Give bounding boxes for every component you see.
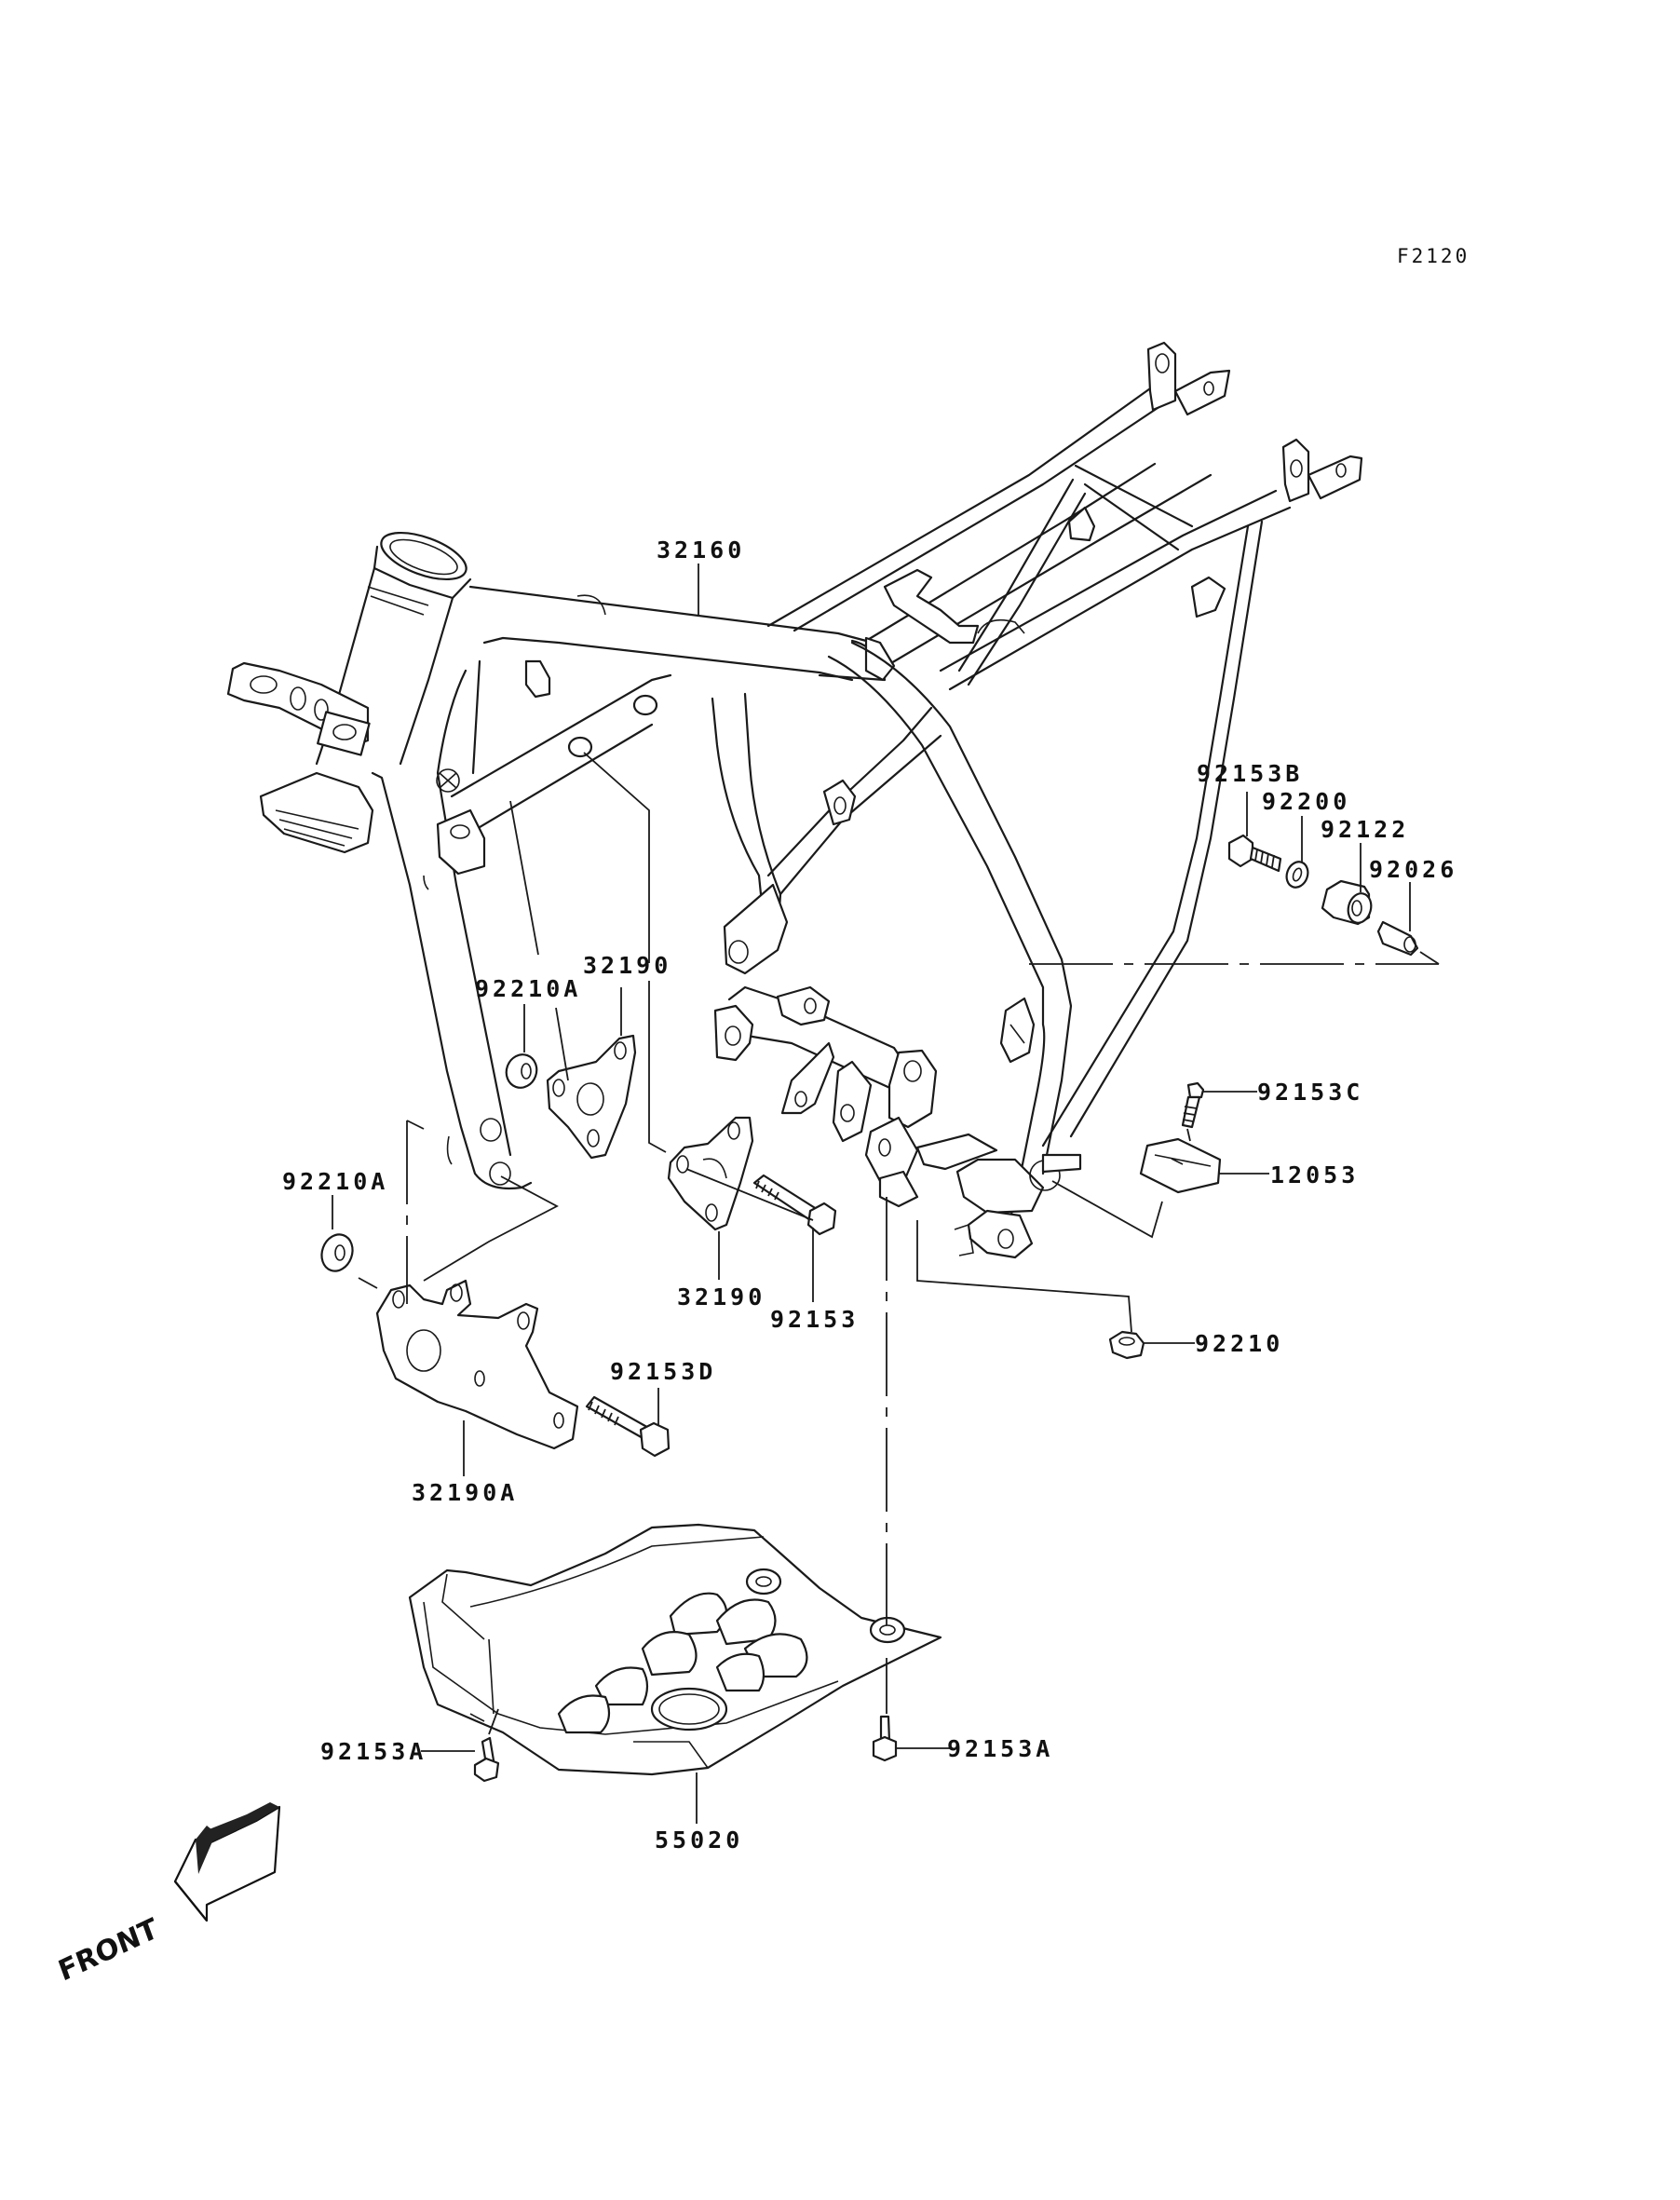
part-label-92200[interactable]: 92200: [1262, 788, 1351, 815]
down-tube: [371, 659, 533, 1190]
nut-92210A-upper[interactable]: [502, 1051, 541, 1093]
skid-plate-55020[interactable]: [408, 1523, 942, 1776]
part-label-92153B[interactable]: 92153B: [1197, 760, 1304, 787]
part-label-92210A-lower[interactable]: 92210A: [282, 1168, 389, 1195]
spacer-92026[interactable]: [1376, 920, 1419, 957]
part-label-92153C[interactable]: 92153C: [1257, 1079, 1364, 1106]
part-label-32190-upper[interactable]: 32190: [583, 952, 672, 979]
nut-92210A-lower[interactable]: [317, 1230, 358, 1276]
bracket-32190-upper[interactable]: [546, 1034, 637, 1160]
damper-assembly: [1227, 834, 1419, 957]
washer-92200[interactable]: [1283, 859, 1311, 890]
bolt-92153C[interactable]: [1181, 1081, 1205, 1129]
front-label: FRONT: [54, 1912, 162, 1989]
nut-92210[interactable]: [1108, 1330, 1145, 1360]
part-label-92122[interactable]: 92122: [1321, 816, 1410, 843]
damper-92122[interactable]: [1321, 879, 1375, 926]
bolt-92153D[interactable]: [585, 1395, 671, 1458]
bolt-92153A-right[interactable]: [872, 1715, 898, 1762]
diagram-code: F2120: [1397, 245, 1470, 267]
steering-head: [226, 531, 472, 854]
part-label-92153A-right[interactable]: 92153A: [947, 1735, 1054, 1762]
frame-32160[interactable]: [226, 341, 1363, 1259]
bracket-32190A[interactable]: [375, 1279, 579, 1450]
part-label-92153D[interactable]: 92153D: [610, 1358, 717, 1385]
part-label-92210A-upper[interactable]: 92210A: [475, 975, 582, 1002]
part-label-92153A-left[interactable]: 92153A: [320, 1738, 427, 1765]
leader-lines: [332, 564, 1440, 1824]
part-label-92026[interactable]: 92026: [1369, 856, 1458, 883]
part-label-32190A[interactable]: 32190A: [412, 1479, 519, 1506]
part-label-12053[interactable]: 12053: [1270, 1161, 1360, 1188]
front-direction-indicator: FRONT: [54, 1802, 281, 1989]
part-label-92210[interactable]: 92210: [1195, 1330, 1284, 1357]
bolt-92153A-left[interactable]: [473, 1736, 500, 1783]
guide-12053[interactable]: [1139, 1137, 1222, 1194]
part-label-92153[interactable]: 92153: [770, 1306, 860, 1333]
part-label-55020[interactable]: 55020: [655, 1827, 744, 1854]
front-arrow-icon: [174, 1881, 208, 1922]
bracket-32190-lower[interactable]: [667, 1116, 754, 1231]
part-label-32160[interactable]: 32160: [657, 536, 746, 564]
part-label-32190-lower[interactable]: 32190: [677, 1283, 766, 1310]
bolt-92153[interactable]: [752, 1174, 837, 1236]
bolt-92153B[interactable]: [1227, 834, 1282, 873]
